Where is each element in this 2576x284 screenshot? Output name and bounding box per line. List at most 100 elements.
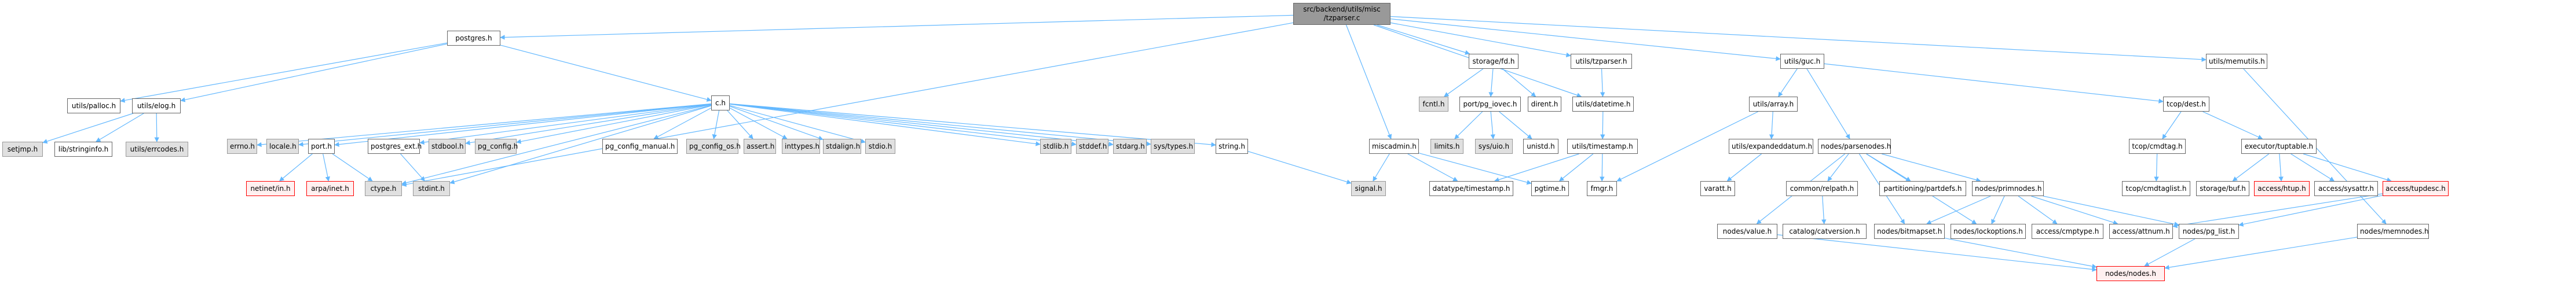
node-nodes-nodes-h[interactable]: nodes/nodes.h — [2096, 266, 2165, 281]
edge-storage_fd-to-fcntl — [1443, 68, 1484, 97]
node-string-h[interactable]: string.h — [1216, 139, 1248, 154]
node-datatype-timestamp-h[interactable]: datatype/timestamp.h — [1429, 181, 1513, 196]
node-pg-config-manual-h[interactable]: pg_config_manual.h — [602, 139, 678, 154]
node-nodes-pg-list-h[interactable]: nodes/pg_list.h — [2179, 224, 2239, 239]
edge-root-to-miscadmin — [1345, 24, 1392, 139]
edge-port-to-arpa_inet — [323, 153, 330, 182]
edge-expandeddatum-to-varatt — [1726, 153, 1762, 182]
edge-c-to-stdalign — [729, 106, 824, 141]
edge-primnodes-to-pg_list — [2043, 196, 2179, 227]
node-nodes-memnodes-h[interactable]: nodes/memnodes.h — [2357, 224, 2429, 239]
node-executor-tuptable-h[interactable]: executor/tuptable.h — [2241, 139, 2317, 154]
edge-relpath-to-catversion — [1821, 196, 1827, 224]
edge-tuptable-to-htup — [2278, 153, 2284, 182]
node-miscadmin-h[interactable]: miscadmin.h — [1369, 139, 1419, 154]
node-lib-stringinfo-h[interactable]: lib/stringinfo.h — [54, 142, 112, 157]
node-utils-expandeddatum-h[interactable]: utils/expandeddatum.h — [1729, 139, 1813, 154]
node-varatt-h[interactable]: varatt.h — [1700, 181, 1735, 196]
edge-array-to-expandeddatum — [1769, 111, 1774, 139]
edge-parsenodes-to-relpath — [1827, 153, 1849, 182]
edge-utils_timestamp-to-datatype_timestamp — [1494, 153, 1579, 182]
node-tcop-dest-h[interactable]: tcop/dest.h — [2163, 97, 2209, 112]
node-utils-timestamp-h[interactable]: utils/timestamp.h — [1567, 139, 1638, 154]
node-signal-h: signal.h — [1351, 181, 1386, 196]
edge-miscadmin-to-datatype_timestamp — [1407, 153, 1458, 182]
edge-tuptable-to-buf — [2232, 153, 2270, 182]
edge-c-to-inttypes — [729, 108, 788, 139]
node-access-htup-h[interactable]: access/htup.h — [2254, 181, 2310, 196]
node-postgres-ext-h[interactable]: postgres_ext.h — [368, 139, 422, 154]
node-port-pg-iovec-h[interactable]: port/pg_iovec.h — [1459, 97, 1521, 112]
edge-c-to-pg_config — [516, 104, 712, 144]
node-nodes-bitmapset-h[interactable]: nodes/bitmapset.h — [1874, 224, 1945, 239]
node-utils-memutils-h[interactable]: utils/memutils.h — [2206, 54, 2267, 69]
edge-parsenodes-to-primnodes — [1882, 153, 1981, 183]
node-utils-array-h[interactable]: utils/array.h — [1749, 97, 1798, 112]
edge-c-to-ctype — [401, 105, 712, 186]
node-catalog-catversion-h[interactable]: catalog/catversion.h — [1783, 224, 1867, 239]
node-access-sysattr-h[interactable]: access/sysattr.h — [2314, 181, 2378, 196]
node-postgres-h[interactable]: postgres.h — [447, 31, 500, 46]
node-common-relpath-h[interactable]: common/relpath.h — [1786, 181, 1858, 196]
edge-guc-to-parsenodes — [1806, 68, 1850, 139]
node-storage-fd-h[interactable]: storage/fd.h — [1469, 54, 1518, 69]
node-sys-types-h: sys/types.h — [1151, 139, 1195, 154]
node-nodes-primnodes-h[interactable]: nodes/primnodes.h — [1972, 181, 2044, 196]
node-utils-palloc-h[interactable]: utils/palloc.h — [67, 98, 120, 113]
edge-tupdesc-to-attnum — [2172, 193, 2383, 228]
edge-elog-to-errcodes — [154, 113, 159, 142]
node-utils-errcodes-h: utils/errcodes.h — [126, 142, 188, 157]
node-fmgr-h[interactable]: fmgr.h — [1587, 181, 1617, 196]
node-utils-elog-h[interactable]: utils/elog.h — [132, 98, 181, 113]
node-sys-uio-h: sys/uio.h — [1475, 139, 1513, 154]
node-nodes-value-h[interactable]: nodes/value.h — [1717, 224, 1777, 239]
edge-storage_fd-to-dirent — [1502, 68, 1536, 97]
edge-dest-to-tuptable — [2202, 111, 2263, 139]
edge-primnodes-to-attnum — [2031, 196, 2118, 225]
node-utils-tzparser-h[interactable]: utils/tzparser.h — [1571, 54, 1632, 69]
node-access-tupdesc-h[interactable]: access/tupdesc.h — [2383, 181, 2449, 196]
node-nodes-parsenodes-h[interactable]: nodes/parsenodes.h — [1818, 139, 1891, 154]
node-stdalign-h: stdalign.h — [823, 139, 861, 154]
edge-tupdesc-to-pg_list — [2238, 195, 2383, 227]
node-pg-config-h: pg_config.h — [475, 139, 518, 154]
edge-postgres-to-elog — [180, 43, 448, 102]
edge-c-to-stdlib — [729, 104, 1041, 146]
edge-root-to-guc — [1390, 19, 1781, 61]
node-arpa-inet-h[interactable]: arpa/inet.h — [306, 181, 354, 196]
node-utils-datetime-h[interactable]: utils/datetime.h — [1572, 97, 1634, 112]
node-storage-buf-h[interactable]: storage/buf.h — [2196, 181, 2249, 196]
edge-pg_iovec-to-limits — [1454, 111, 1483, 139]
node-stdbool-h: stdbool.h — [429, 139, 466, 154]
edge-memnodes-to-nodes — [2164, 237, 2358, 270]
edge-tuptable-to-tupdesc — [2303, 153, 2392, 182]
node-netinet-in-h[interactable]: netinet/in.h — [246, 181, 295, 196]
node-errno-h: errno.h — [227, 139, 257, 154]
node-tcop-cmdtaglist-h[interactable]: tcop/cmdtaglist.h — [2122, 181, 2190, 196]
node-assert-h: assert.h — [744, 139, 776, 154]
node-utils-guc-h[interactable]: utils/guc.h — [1780, 54, 1824, 69]
node-tcop-cmdtag-h[interactable]: tcop/cmdtag.h — [2129, 139, 2186, 154]
node-pgtime-h[interactable]: pgtime.h — [1531, 181, 1569, 196]
node-stdio-h: stdio.h — [865, 139, 895, 154]
node-nodes-lockoptions-h[interactable]: nodes/lockoptions.h — [1951, 224, 2026, 239]
node-dirent-h[interactable]: dirent.h — [1528, 97, 1561, 112]
node-stdint-h: stdint.h — [413, 181, 450, 196]
edge-c-to-sys_types — [729, 103, 1151, 146]
edge-root-to-tzparser — [1390, 22, 1571, 58]
edge-dest-to-cmdtag — [2162, 111, 2182, 139]
node-access-cmptype-h[interactable]: access/cmptype.h — [2032, 224, 2103, 239]
node-access-attnum-h[interactable]: access/attnum.h — [2109, 224, 2173, 239]
node-locale-h: locale.h — [266, 139, 299, 154]
node-setjmp-h: setjmp.h — [2, 142, 43, 157]
edge-tuptable-to-sysattr — [2290, 153, 2335, 182]
root-file-node[interactable]: src/backend/utils/misc /tzparser.c — [1293, 3, 1391, 25]
node-partitioning-partdefs-h[interactable]: partitioning/partdefs.h — [1879, 181, 1966, 196]
edge-c-to-postgres_ext — [419, 104, 712, 145]
node-c-h[interactable]: c.h — [711, 95, 730, 110]
edge-array-to-fmgr — [1616, 111, 1758, 182]
edge-storage_fd-to-pg_iovec — [1488, 68, 1494, 97]
node-port-h[interactable]: port.h — [308, 139, 335, 154]
edge-c-to-stddef — [729, 104, 1077, 147]
node-unistd-h[interactable]: unistd.h — [1523, 139, 1558, 154]
